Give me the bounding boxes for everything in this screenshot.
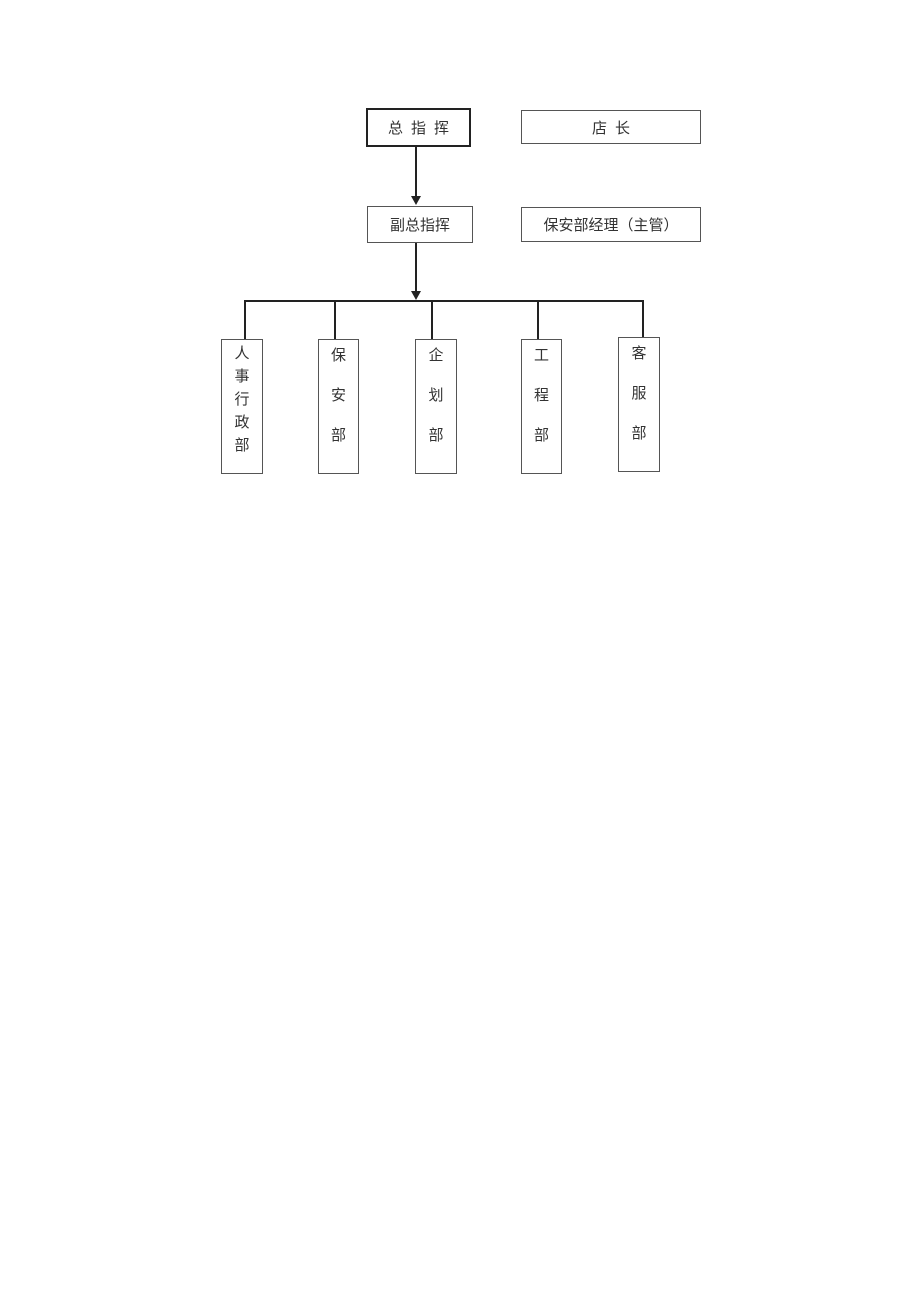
commander-role-box: 店长 [521, 110, 701, 144]
commander-box: 总指挥 [366, 108, 471, 147]
deputy-label: 副总指挥 [389, 216, 450, 234]
dept-char: 保 [330, 346, 346, 364]
department-box-customer-service: 客 服 部 [618, 337, 660, 472]
dept-char: 服 [631, 384, 647, 402]
department-box-security: 保 安 部 [318, 339, 359, 474]
dept-char: 事 [234, 367, 250, 385]
dept-char: 部 [234, 436, 250, 454]
arrow-down-icon [411, 291, 421, 300]
deputy-box: 副总指挥 [367, 206, 473, 243]
deputy-role-box: 保安部经理（主管） [521, 207, 701, 242]
dept-char: 部 [631, 424, 647, 442]
commander-role-label: 店长 [591, 118, 638, 137]
dept-char: 部 [330, 426, 346, 444]
dept-char: 部 [533, 426, 549, 444]
dept-char: 划 [428, 386, 444, 404]
commander-label: 总指挥 [387, 119, 457, 137]
department-box-planning: 企 划 部 [415, 339, 457, 474]
dept-char: 人 [234, 344, 250, 362]
dept-char: 程 [533, 386, 549, 404]
dept-char: 客 [631, 344, 647, 362]
dept-char: 行 [234, 390, 250, 408]
deputy-role-label: 保安部经理（主管） [543, 216, 679, 234]
dept-char: 部 [428, 426, 444, 444]
arrow-down-icon [411, 196, 421, 205]
dept-char: 企 [428, 346, 444, 364]
department-box-engineering: 工 程 部 [521, 339, 562, 474]
dept-char: 安 [330, 386, 346, 404]
dept-char: 政 [234, 413, 250, 431]
dept-char: 工 [533, 346, 549, 364]
department-box-hr-admin: 人 事 行 政 部 [221, 339, 263, 474]
